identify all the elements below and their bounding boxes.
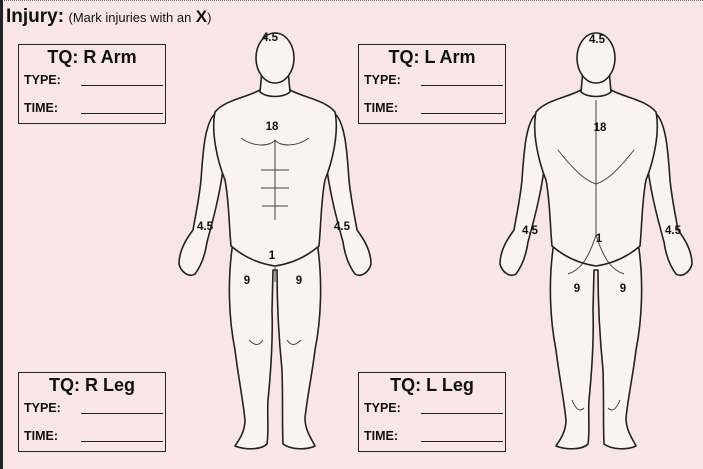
tq-type-label: TYPE: bbox=[364, 401, 401, 415]
tq-time-row: TIME: bbox=[364, 99, 503, 117]
tq-time-field[interactable] bbox=[421, 113, 503, 114]
tq-box-left-leg: TQ: L Leg TYPE: TIME: bbox=[358, 372, 506, 452]
tq-type-row: TYPE: bbox=[24, 399, 163, 417]
tq-time-row: TIME: bbox=[24, 99, 163, 117]
tq-type-row: TYPE: bbox=[364, 399, 503, 417]
front-body-outline bbox=[178, 32, 372, 450]
tq-type-field[interactable] bbox=[421, 85, 503, 86]
injury-header: Injury: (Mark injuries with an X) bbox=[6, 6, 211, 28]
back-torso-percent: 18 bbox=[593, 122, 607, 134]
front-left-arm-percent: 4.5 bbox=[334, 221, 350, 233]
front-left-leg-percent: 9 bbox=[295, 275, 303, 287]
tq-time-label: TIME: bbox=[364, 101, 399, 115]
tq-time-label: TIME: bbox=[24, 429, 59, 443]
tq-time-label: TIME: bbox=[24, 101, 59, 115]
back-body-outline bbox=[499, 32, 693, 450]
front-groin-percent: 1 bbox=[268, 250, 276, 262]
injury-mark-symbol: X bbox=[195, 7, 208, 26]
tq-type-label: TYPE: bbox=[364, 73, 401, 87]
tq-time-row: TIME: bbox=[364, 427, 503, 445]
back-left-arm-percent: 4.5 bbox=[522, 225, 538, 237]
injury-instruction: (Mark injuries with an bbox=[68, 10, 192, 25]
front-right-leg-percent: 9 bbox=[243, 275, 251, 287]
tq-time-field[interactable] bbox=[421, 441, 503, 442]
front-right-arm-percent: 4.5 bbox=[197, 221, 213, 233]
top-border bbox=[0, 0, 703, 1]
tq-time-label: TIME: bbox=[364, 429, 399, 443]
tq-box-right-arm: TQ: R Arm TYPE: TIME: bbox=[18, 44, 166, 124]
back-left-leg-percent: 9 bbox=[573, 283, 581, 295]
back-groin-percent: 1 bbox=[595, 233, 603, 245]
tq-time-row: TIME: bbox=[24, 427, 163, 445]
tq-type-label: TYPE: bbox=[24, 73, 61, 87]
tq-time-field[interactable] bbox=[81, 113, 163, 114]
left-border bbox=[0, 0, 3, 469]
back-head-percent: 4.5 bbox=[589, 34, 605, 46]
back-body-figure[interactable] bbox=[488, 20, 703, 465]
tq-type-field[interactable] bbox=[81, 413, 163, 414]
tq-type-field[interactable] bbox=[421, 413, 503, 414]
back-right-leg-percent: 9 bbox=[619, 283, 627, 295]
front-body-figure[interactable] bbox=[165, 20, 385, 465]
front-torso-percent: 18 bbox=[265, 121, 279, 133]
tq-box-left-arm: TQ: L Arm TYPE: TIME: bbox=[358, 44, 506, 124]
tq-type-label: TYPE: bbox=[24, 401, 61, 415]
injury-instruction-close: ) bbox=[207, 10, 212, 25]
tq-type-row: TYPE: bbox=[364, 71, 503, 89]
tq-title: TQ: L Leg bbox=[390, 375, 474, 395]
tq-box-right-leg: TQ: R Leg TYPE: TIME: bbox=[18, 372, 166, 452]
front-head-percent: 4.5 bbox=[262, 32, 278, 44]
tq-title: TQ: R Arm bbox=[47, 47, 137, 67]
back-right-arm-percent: 4.5 bbox=[665, 225, 681, 237]
tq-type-row: TYPE: bbox=[24, 71, 163, 89]
tq-title: TQ: L Arm bbox=[388, 47, 476, 67]
tq-time-field[interactable] bbox=[81, 441, 163, 442]
tq-title: TQ: R Leg bbox=[49, 375, 135, 395]
injury-title: Injury: bbox=[6, 6, 65, 27]
tq-type-field[interactable] bbox=[81, 85, 163, 86]
